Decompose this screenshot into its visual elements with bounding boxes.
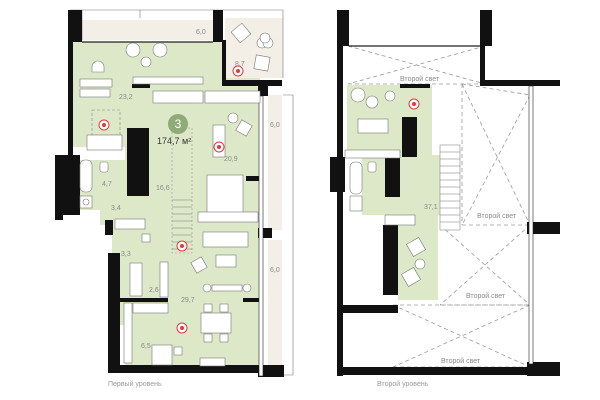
- wall: [337, 46, 343, 376]
- apartment-number: 3: [175, 117, 182, 131]
- wall: [127, 128, 149, 196]
- camera-marker[interactable]: [232, 65, 244, 77]
- camera-marker[interactable]: [98, 119, 110, 131]
- wall: [383, 225, 398, 295]
- camera-marker[interactable]: [213, 141, 225, 153]
- furniture-bedroom: [197, 112, 259, 223]
- wall: [105, 220, 113, 235]
- wall: [258, 80, 268, 96]
- area-terrace: 8,7: [235, 61, 245, 68]
- level-2-plan: Второй свет Второй свет Второй свет Втор…: [330, 10, 560, 388]
- balcony-right-frame: [283, 94, 294, 376]
- wall: [337, 367, 537, 375]
- wall: [343, 305, 398, 313]
- wall: [120, 298, 168, 302]
- area-upper-hall: 37,1: [424, 204, 438, 211]
- wall: [480, 46, 485, 86]
- wall: [55, 215, 63, 220]
- area-closet: 2,6: [149, 287, 159, 294]
- total-area: 174,7 м²: [157, 136, 191, 146]
- second-light-void-middle: [461, 83, 531, 226]
- wall: [400, 84, 430, 88]
- wall: [527, 222, 560, 234]
- area-balcony-right-bottom: 6,0: [270, 267, 280, 274]
- camera-marker[interactable]: [176, 322, 188, 334]
- second-light-label: Второй свет: [441, 357, 481, 365]
- upper-lounge: [398, 215, 438, 300]
- camera-marker[interactable]: [408, 98, 420, 110]
- second-light-label: Второй свет: [466, 292, 506, 300]
- wall: [108, 365, 268, 373]
- second-light-label: Второй свет: [400, 75, 440, 83]
- wall: [258, 228, 272, 238]
- area-kitchen: 6,5: [141, 343, 151, 350]
- level-1-caption: Первый уровень: [108, 380, 162, 388]
- furniture-bathroom: [79, 159, 146, 230]
- wall: [337, 10, 349, 46]
- area-bedroom: 20,9: [224, 156, 238, 163]
- wall: [258, 365, 284, 377]
- wall: [132, 84, 150, 88]
- wall: [222, 40, 226, 80]
- wall: [402, 117, 417, 157]
- area-living-top: 23,2: [119, 94, 133, 101]
- wall: [485, 80, 560, 86]
- wall: [213, 10, 223, 42]
- balcony-right-bottom: [268, 240, 282, 375]
- wall: [243, 298, 260, 302]
- second-light-label: Второй свет: [477, 212, 517, 220]
- window-strip: [258, 95, 264, 377]
- staircase: [439, 144, 461, 231]
- wall: [108, 253, 120, 373]
- area-balcony-right-top: 6,0: [270, 122, 280, 129]
- wall: [55, 155, 80, 215]
- furniture-living-main: [129, 231, 252, 298]
- furniture-kitchen: [123, 302, 232, 367]
- balcony-right-top: [268, 95, 282, 230]
- window-strip: [528, 85, 534, 365]
- area-balcony-top: 6,0: [196, 29, 206, 36]
- wall: [385, 157, 400, 197]
- furniture-upper: [344, 87, 426, 287]
- balcony-top: [82, 20, 217, 40]
- wall: [330, 157, 345, 192]
- area-living-main: 29,7: [181, 297, 195, 304]
- furniture-living-top: [79, 42, 261, 151]
- furniture-terrace: [230, 22, 274, 72]
- area-entry: 3,3: [121, 251, 131, 258]
- level-1-plan: 3 174,7 м² 6,0 8,7 23,2 20,9 6,0 4,7 16,…: [55, 9, 294, 388]
- wall: [68, 40, 73, 155]
- wall: [68, 10, 82, 42]
- wall: [222, 80, 282, 86]
- area-hall: 16,6: [156, 185, 170, 192]
- wall: [527, 362, 560, 376]
- camera-marker[interactable]: [176, 240, 188, 252]
- wall: [480, 10, 492, 46]
- area-corridor: 3,4: [111, 205, 121, 212]
- wall: [246, 176, 260, 181]
- apartment-number-badge: [168, 114, 188, 134]
- level-2-caption: Второй уровень: [377, 380, 429, 388]
- area-bathroom: 4,7: [102, 181, 112, 188]
